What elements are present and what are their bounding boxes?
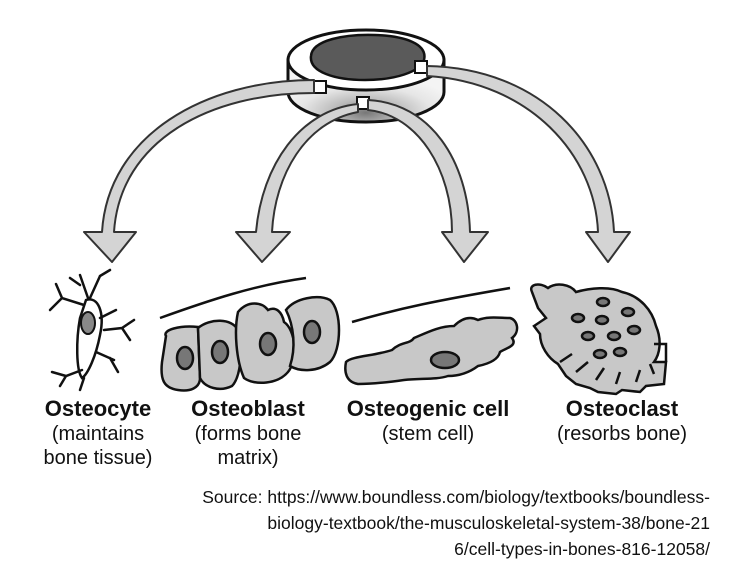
osteoblast-label: Osteoblast (forms bone matrix)	[172, 396, 324, 470]
source-line: Source: https://www.boundless.com/biolog…	[202, 487, 710, 507]
cell-description: (stem cell)	[381, 423, 475, 445]
osteogenic-cell-illustration	[344, 286, 519, 386]
bone-cylinder	[286, 28, 446, 124]
source-line: 6/cell-types-in-bones-816-12058/	[454, 539, 710, 559]
osteoblast-illustration	[159, 276, 341, 392]
cell-description: (forms bone	[194, 423, 302, 445]
cell-name: Osteoclast	[565, 396, 679, 421]
cell-name: Osteoblast	[191, 396, 305, 421]
osteocyte-illustration	[48, 268, 136, 392]
arrow-to-osteocyte	[83, 79, 315, 263]
arrow-to-osteoclast	[426, 65, 631, 263]
osteogenic-cell-label: Osteogenic cell (stem cell)	[328, 396, 528, 446]
cell-description: (resorbs bone)	[556, 423, 688, 445]
marrow-cavity	[309, 33, 426, 82]
sample-box	[313, 80, 327, 94]
arrow-to-osteogenic-cell	[367, 99, 489, 263]
source-citation: Source: https://www.boundless.com/biolog…	[202, 484, 710, 562]
cell-description: matrix)	[217, 447, 279, 469]
cell-name: Osteogenic cell	[346, 396, 510, 421]
osteoclast-illustration	[529, 283, 668, 396]
sample-box	[414, 60, 428, 74]
osteoclast-label: Osteoclast (resorbs bone)	[532, 396, 712, 446]
osteocyte-label: Osteocyte (maintains bone tissue)	[18, 396, 178, 470]
arrow-to-osteoblast	[235, 103, 359, 263]
cell-description: bone tissue)	[43, 447, 153, 469]
source-line: biology-textbook/the-musculoskeletal-sys…	[267, 513, 710, 533]
cell-name: Osteocyte	[44, 396, 152, 421]
cell-description: (maintains	[51, 423, 145, 445]
